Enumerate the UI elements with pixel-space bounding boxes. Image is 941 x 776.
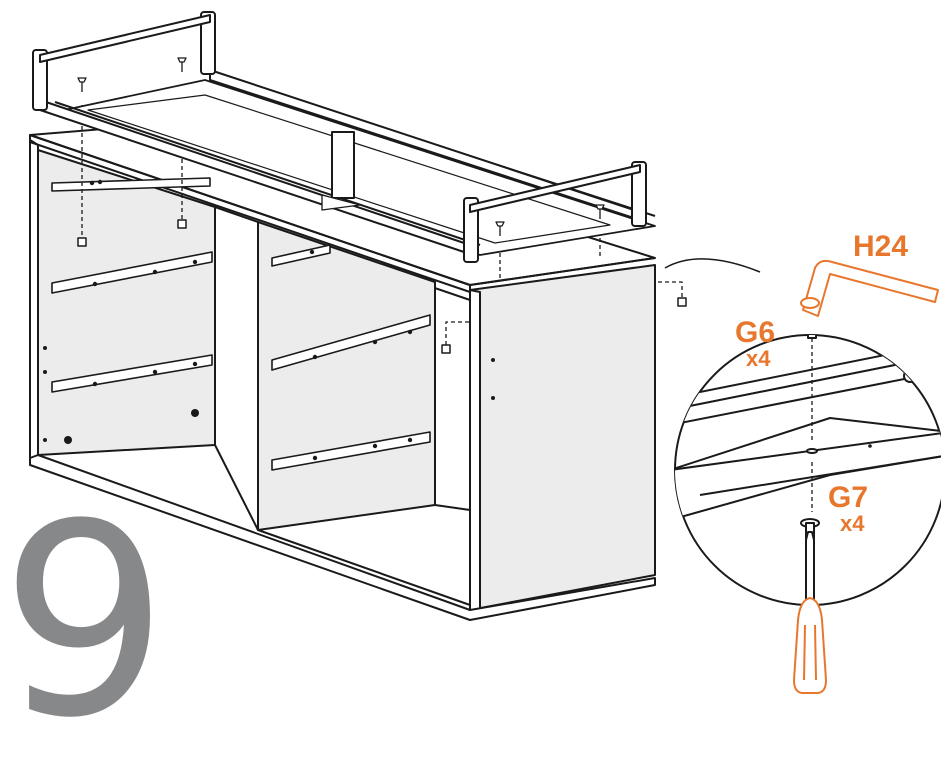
leg-back-right [200,11,216,75]
divider [214,206,259,531]
drawer-runners [51,177,431,471]
lower-screw-quantity-label: x4 [840,511,865,536]
upper-screw-code-label: G6 [735,316,776,349]
assembly-drawing [29,11,941,694]
cabinet-bottom [29,454,656,621]
assembly-step: H24 G6 x4 G7 x4 9 [0,11,941,755]
screw-icon [807,335,817,339]
tool-code-label: H24 [853,230,909,263]
allen-key-icon [800,259,939,317]
leg-center [331,131,355,199]
screwdriver-icon [793,531,827,694]
frame [32,11,656,263]
side-panel-right [469,264,656,611]
step-number: 9 [0,468,169,776]
leg-back-left [32,49,48,111]
lower-screw-code-label: G7 [828,481,869,514]
leg-front-left [463,197,479,263]
upper-screw-quantity-label: x4 [746,346,771,371]
leg-front-right [631,161,647,227]
